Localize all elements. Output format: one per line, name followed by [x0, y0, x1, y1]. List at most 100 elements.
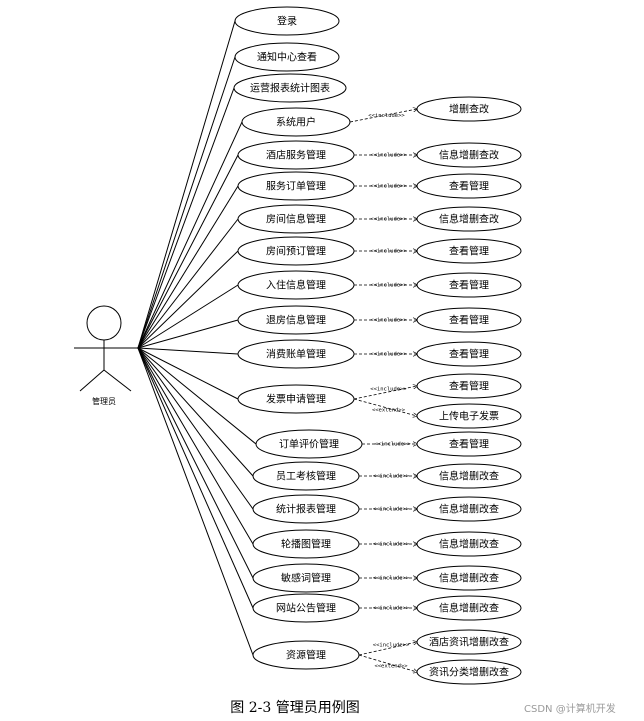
use-case-label: 发票申请管理 [266, 393, 326, 406]
included-use-case-label: 信息增删查改 [439, 149, 499, 162]
actor-left-leg [79, 369, 105, 392]
use-case: 服务订单管理 [237, 171, 355, 201]
included-use-case-label: 信息增删改查 [439, 470, 499, 483]
dependency-stereotype: <<include>> [370, 153, 407, 159]
included-use-case-label: 信息增删改查 [439, 503, 499, 516]
association-line [137, 347, 254, 656]
dependency-stereotype: <<include>> [373, 542, 410, 548]
included-use-case-label: 酒店资讯增删改查 [429, 636, 509, 649]
association-line [137, 347, 254, 510]
included-use-case-label: 信息增删改查 [439, 538, 499, 551]
included-use-case-ellipse [416, 142, 522, 168]
dependency-stereotype: <<include>> [368, 113, 405, 119]
included-use-case-label: 信息增删查改 [439, 213, 499, 226]
use-case-ellipse [237, 270, 355, 300]
use-case-label: 敏感词管理 [281, 572, 331, 585]
included-use-case-ellipse [416, 496, 522, 522]
use-case-ellipse [252, 640, 360, 670]
dependency-stereotype: <<include>> [370, 318, 407, 324]
dependency-stereotype: <<include>> [373, 606, 410, 612]
included-use-case-label: 查看管理 [449, 180, 489, 193]
dependency-stereotype: <<include>> [370, 387, 407, 393]
included-use-case: 查看管理 [416, 341, 522, 367]
dependency-stereotype: <<include>> [370, 283, 407, 289]
use-case-ellipse [237, 204, 355, 234]
included-use-case-ellipse [416, 272, 522, 298]
dependency-stereotype: <<include>> [373, 643, 410, 649]
association-line [137, 56, 236, 349]
included-use-case: 查看管理 [416, 431, 522, 457]
use-case: 网站公告管理 [252, 593, 360, 623]
association-line [137, 284, 239, 349]
included-use-case: 查看管理 [416, 373, 522, 399]
use-case-label: 轮播图管理 [281, 538, 331, 551]
dependency-arrow [349, 109, 417, 123]
use-case-ellipse [237, 339, 355, 369]
included-use-case-label: 查看管理 [449, 380, 489, 393]
use-case-ellipse [252, 529, 360, 559]
included-use-case-label: 信息增删改查 [439, 572, 499, 585]
included-use-case-label: 查看管理 [449, 245, 489, 258]
included-use-case: 信息增删改查 [416, 463, 522, 489]
use-case: 通知中心查看 [234, 42, 340, 72]
dependency-arrow [358, 654, 417, 672]
actor: 管理员 [74, 305, 138, 406]
included-use-case: 信息增删查改 [416, 206, 522, 232]
use-case-label: 资源管理 [286, 649, 326, 662]
use-case-label: 统计报表管理 [276, 503, 336, 516]
use-case-ellipse [237, 171, 355, 201]
use-case: 运营报表统计图表 [233, 73, 347, 103]
included-use-case: 酒店资讯增删改查 [416, 629, 522, 655]
included-use-case: 查看管理 [416, 173, 522, 199]
relationship-lines: <<include>> <<include>> <<include>> <<inclu… [349, 109, 417, 672]
use-case-ellipse [241, 107, 351, 137]
included-use-case: 增删查改 [416, 96, 522, 122]
use-case: 酒店服务管理 [237, 140, 355, 170]
figure-caption: 图 2-3 管理员用例图 [230, 700, 360, 716]
included-use-case-ellipse [416, 373, 522, 399]
use-case: 消费账单管理 [237, 339, 355, 369]
association-lines [137, 20, 257, 656]
dependency-arrow [353, 398, 417, 416]
included-use-case-ellipse [416, 307, 522, 333]
use-case: 入住信息管理 [237, 270, 355, 300]
included-use-case: 查看管理 [416, 272, 522, 298]
use-case-label: 服务订单管理 [266, 180, 326, 193]
use-case-label: 运营报表统计图表 [250, 82, 330, 95]
association-line [137, 347, 254, 609]
association-line [137, 87, 235, 349]
included-use-case: 信息增删查改 [416, 142, 522, 168]
included-use-case-ellipse [416, 463, 522, 489]
dependency-stereotype: <<extend>> [372, 408, 406, 414]
use-case-label: 通知中心查看 [257, 51, 317, 64]
included-use-case-ellipse [416, 431, 522, 457]
association-line [137, 347, 254, 579]
watermark: CSDN @计算机开发 [524, 704, 616, 715]
included-use-case: 资讯分类增删改查 [416, 659, 522, 685]
included-use-case: 信息增删改查 [416, 496, 522, 522]
use-case-label: 房间预订管理 [266, 245, 326, 258]
association-line [137, 347, 239, 355]
included-use-case: 查看管理 [416, 307, 522, 333]
dependency-stereotype: <<include>> [373, 474, 410, 480]
use-case-label: 订单评价管理 [279, 438, 339, 451]
use-case-ellipse [237, 305, 355, 335]
use-case: 轮播图管理 [252, 529, 360, 559]
dependency-stereotype: <<include>> [370, 352, 407, 358]
use-case: 房间信息管理 [237, 204, 355, 234]
included-use-case: 查看管理 [416, 238, 522, 264]
use-case: 统计报表管理 [252, 494, 360, 524]
use-case-label: 房间信息管理 [266, 213, 326, 226]
use-case-ellipse [234, 6, 340, 36]
use-case-ellipse [233, 73, 347, 103]
included-use-case-ellipse [416, 96, 522, 122]
use-case-ellipse [237, 140, 355, 170]
use-case-ellipse [252, 593, 360, 623]
use-case-label: 退房信息管理 [266, 314, 326, 327]
included-use-case-label: 查看管理 [449, 314, 489, 327]
use-case-label: 系统用户 [276, 116, 316, 129]
use-case-ellipse [252, 494, 360, 524]
association-line [137, 347, 254, 477]
use-case: 系统用户 [241, 107, 351, 137]
association-line [137, 347, 239, 400]
